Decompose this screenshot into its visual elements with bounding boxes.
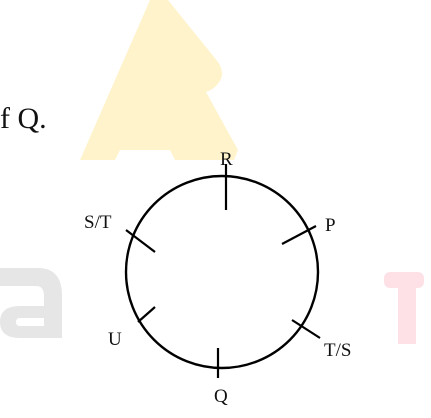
watermark-pink-fragment-stem — [398, 272, 416, 344]
tick-ts — [291, 319, 321, 339]
label-p: P — [325, 215, 336, 236]
watermark-triangle-logo — [80, 0, 238, 160]
label-r: R — [220, 149, 233, 170]
tick-st — [125, 229, 156, 253]
label-u: U — [108, 329, 122, 350]
label-q: Q — [214, 386, 228, 407]
question-text-fragment: f Q. — [0, 102, 47, 135]
seating-circle — [124, 174, 320, 370]
tick-u — [137, 306, 156, 323]
tick-p — [281, 225, 317, 245]
watermark-letter-a — [0, 268, 62, 338]
label-st: S/T — [84, 212, 112, 233]
label-ts: T/S — [324, 340, 351, 361]
